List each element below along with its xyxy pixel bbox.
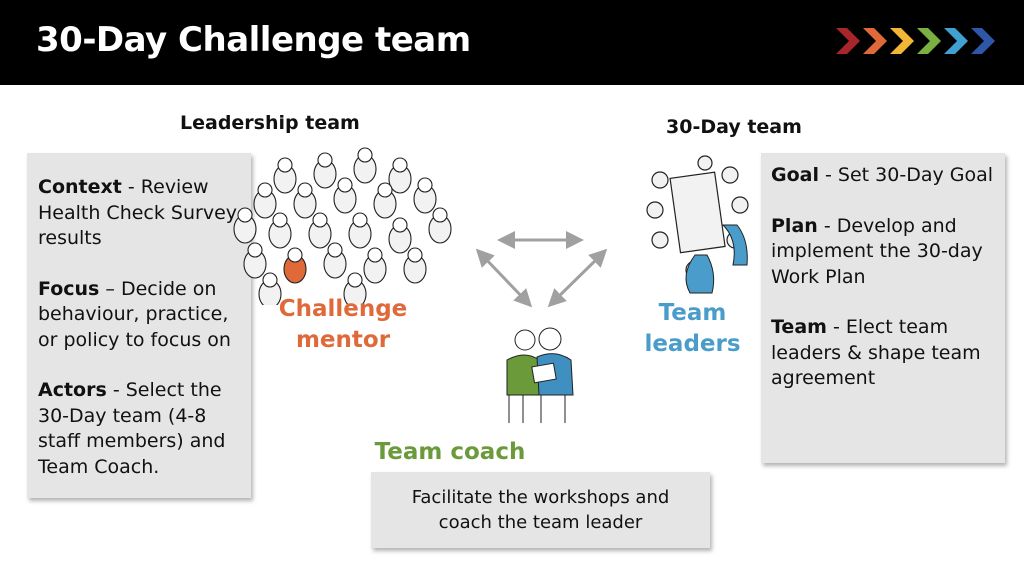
- chevron-arrows-icon: [836, 28, 995, 54]
- term: Focus: [38, 277, 100, 300]
- person-icon: [403, 247, 427, 284]
- desc: - Select the 30-Day team (4-8 staff memb…: [38, 379, 226, 478]
- leadership-item-context: Context - Review Health Check Survey res…: [38, 175, 239, 252]
- person-icon: [413, 177, 437, 214]
- thirty-day-item-team: Team - Elect team leaders & shape team a…: [771, 315, 1005, 392]
- desc: - Review Health Check Survey results: [38, 176, 238, 249]
- leadership-item-actors: Actors - Select the 30-Day team (4-8 sta…: [38, 378, 239, 480]
- term: Goal: [771, 164, 819, 186]
- coach-box: Facilitate the workshops and coach the t…: [371, 472, 710, 548]
- person-icon: [353, 147, 377, 184]
- thirty-day-item-plan: Plan - Develop and implement the 30-day …: [771, 214, 1005, 291]
- coach-illustration-icon: [506, 327, 574, 423]
- person-icon: [293, 182, 317, 219]
- person-icon: [233, 207, 257, 244]
- chevron-icon: [944, 28, 968, 54]
- thirty-day-heading: 30-Day team: [666, 116, 802, 138]
- person-icon: [363, 247, 387, 284]
- person-icon: [428, 207, 452, 244]
- team-table-illustration-icon: [646, 155, 749, 294]
- chevron-icon: [863, 28, 887, 54]
- person-icon: [388, 157, 412, 194]
- thirty-day-item-goal: Goal - Set 30-Day Goal: [771, 163, 1005, 189]
- person-icon: [258, 272, 282, 305]
- person-icon: [343, 272, 367, 305]
- desc: - Set 30-Day Goal: [818, 164, 994, 186]
- header-bar: 30-Day Challenge team: [0, 0, 1024, 85]
- term: Plan: [771, 214, 818, 237]
- person-icon: [348, 212, 372, 249]
- person-icon: [283, 247, 307, 284]
- person-icon: [373, 182, 397, 219]
- person-icon: [308, 212, 332, 249]
- chevron-icon: [917, 28, 941, 54]
- leadership-heading: Leadership team: [180, 112, 360, 134]
- chevron-icon: [971, 28, 995, 54]
- slide-title: 30-Day Challenge team: [36, 20, 471, 60]
- person-icon: [268, 212, 292, 249]
- desc: - Develop and implement the 30-day Work …: [771, 214, 983, 288]
- team-coach-label: Team coach: [374, 439, 526, 465]
- person-icon: [333, 177, 357, 214]
- leadership-item-focus: Focus – Decide on behaviour, practice, o…: [38, 277, 239, 354]
- term: Team: [771, 316, 827, 338]
- term: Context: [38, 176, 122, 198]
- desc: – Decide on behaviour, practice, or poli…: [38, 277, 231, 351]
- crowd-illustration-icon: [233, 147, 452, 305]
- thirty-day-box: Goal - Set 30-Day Goal Plan - Develop an…: [761, 153, 1005, 463]
- term: Actors: [38, 379, 107, 401]
- chevron-icon: [890, 28, 914, 54]
- challenge-mentor-label: Challenge mentor: [278, 296, 408, 353]
- desc: - Elect team leaders & shape team agreem…: [771, 316, 981, 389]
- person-icon: [253, 182, 277, 219]
- person-icon: [243, 242, 267, 279]
- person-icon: [323, 242, 347, 279]
- person-icon: [388, 217, 412, 254]
- chevron-icon: [836, 28, 860, 54]
- team-leaders-label: Team leaders: [644, 300, 741, 357]
- person-icon: [313, 152, 337, 189]
- leadership-box: Context - Review Health Check Survey res…: [27, 153, 251, 498]
- relationship-arrows-icon: [475, 231, 608, 308]
- person-icon: [273, 157, 297, 194]
